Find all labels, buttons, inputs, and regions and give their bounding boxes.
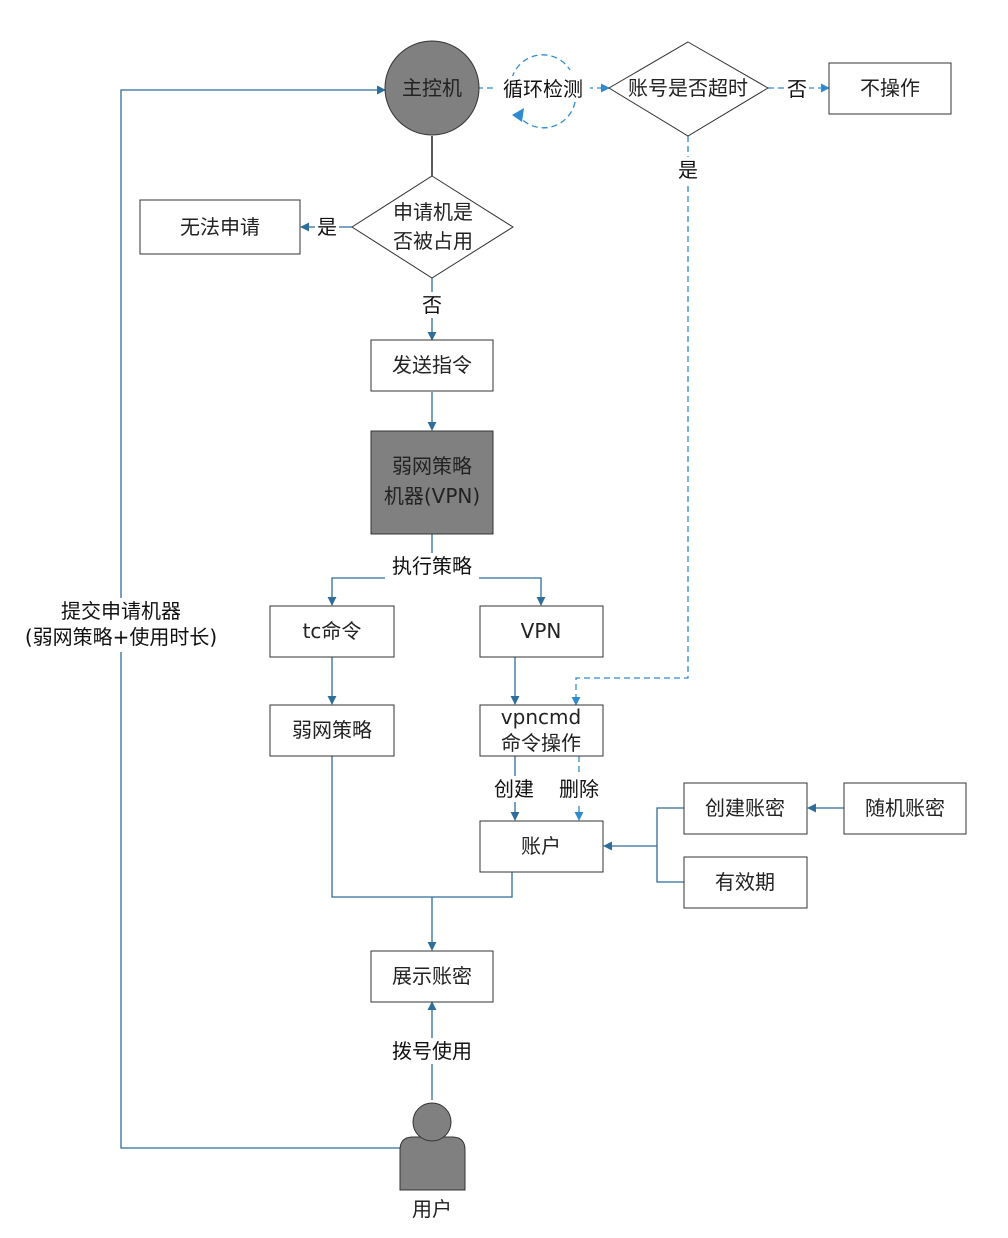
show-credentials-label: 展示账密 [392, 964, 472, 988]
edge-split-to-vpn [432, 577, 546, 606]
send-command-box [370, 339, 494, 392]
edge-label-loop-check: 循环检测 [503, 77, 583, 101]
vpn-label: VPN [521, 619, 562, 643]
random-credentials-box [843, 782, 967, 835]
edge-label-dial-use: 拨号使用 [392, 1039, 472, 1063]
validity-period-label: 有效期 [715, 870, 775, 894]
weak-network-machine-box [370, 430, 494, 535]
create-credentials-label: 创建账密 [705, 796, 785, 820]
vpn-box [479, 605, 604, 658]
edge-policy-merge [331, 756, 513, 898]
validity-period-box [683, 856, 808, 909]
edge-label-create: 创建 [494, 777, 534, 801]
vpncmd-label-line1: vpncmd [501, 705, 581, 729]
edge-label-submit-line2: (弱网策略+使用时长) [25, 625, 217, 649]
timeout-check-label: 账号是否超时 [628, 76, 748, 100]
no-op-label: 不操作 [860, 76, 920, 100]
edge-label-timeout-yes: 是 [678, 158, 698, 182]
send-command-label: 发送指令 [392, 353, 472, 377]
edge-label-timeout-no: 否 [787, 77, 807, 101]
create-credentials-box [683, 782, 808, 835]
occupied-label-line2: 否被占用 [393, 229, 473, 253]
tc-command-label: tc命令 [303, 619, 362, 643]
host-label: 主控机 [402, 76, 462, 100]
weak-network-machine-line2: 机器(VPN) [384, 484, 480, 508]
weak-network-policy-label: 弱网策略 [292, 718, 372, 742]
edge-label-execute-policy: 执行策略 [392, 554, 472, 578]
vpncmd-label-line2: 命令操作 [501, 731, 581, 755]
account-box [479, 820, 604, 873]
edge-label-occupied-yes: 是 [317, 215, 337, 239]
edge-label-submit-line1: 提交申请机器 [61, 599, 181, 623]
occupied-diamond [351, 175, 514, 279]
occupied-label-line1: 申请机是 [393, 200, 473, 224]
edge-split-to-tc [327, 577, 432, 606]
vpncmd-box [479, 704, 604, 757]
tc-command-box [269, 605, 395, 658]
edge-timeout-yes-to-vpncmd [571, 136, 689, 706]
weak-network-machine-line1: 弱网策略 [392, 454, 472, 478]
account-label: 账户 [521, 834, 561, 858]
weak-network-policy-box [269, 704, 395, 757]
random-credentials-label: 随机账密 [865, 796, 945, 820]
cannot-apply-label: 无法申请 [180, 215, 260, 239]
cannot-apply-box [139, 199, 301, 255]
user-label: 用户 [412, 1197, 452, 1221]
no-op-box [828, 62, 952, 115]
loop-arrow-icon [511, 54, 576, 129]
timeout-check-diamond [608, 41, 769, 137]
edge-label-occupied-no: 否 [422, 293, 442, 317]
host-node [384, 40, 480, 136]
edge-bracket-to-account [656, 807, 684, 883]
user-person-icon [399, 1102, 466, 1191]
show-credentials-box [370, 950, 494, 1003]
edge-label-delete: 删除 [559, 777, 599, 801]
